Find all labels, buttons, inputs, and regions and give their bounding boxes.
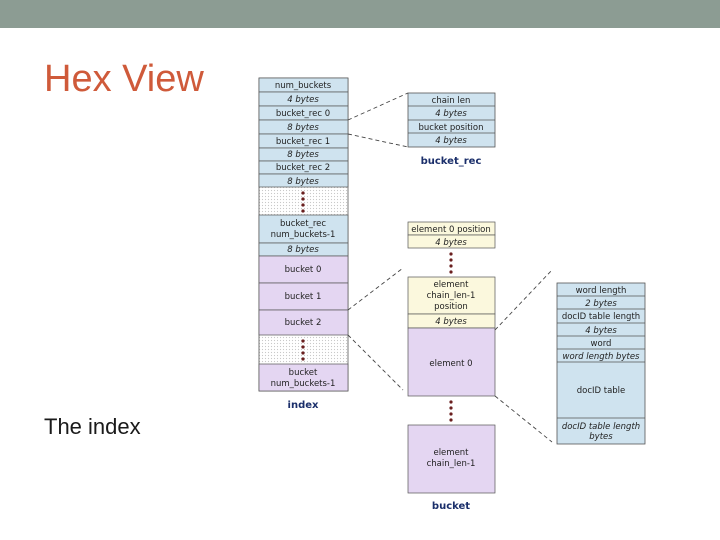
connector-bucket-top: [347, 267, 404, 311]
bucket-position-label: bucket position: [418, 123, 483, 133]
zoom-connectors: [347, 92, 553, 443]
bucket-rec-last-label-line2: num_buckets-1: [271, 230, 336, 240]
bucket-rec-last-label-line1: bucket_rec: [280, 219, 326, 229]
slide-title: Hex View: [44, 58, 204, 100]
num-buckets-size-label: 4 bytes: [287, 95, 319, 105]
bucket-2-field: [258, 309, 349, 336]
bucket-rec-caption: bucket_rec: [421, 156, 482, 167]
bucket-rec-last-size-label: 8 bytes: [287, 245, 319, 255]
bucket-caption: bucket: [432, 501, 470, 512]
connector-bucket-bottom: [347, 334, 404, 391]
bucket-rec-1-label: bucket_rec 1: [276, 137, 330, 147]
element-frame: [556, 282, 646, 445]
docid-table-length-size-label: 4 bytes: [585, 326, 617, 336]
bucket-position-size-label: 4 bytes: [435, 136, 467, 146]
word-label: word: [591, 339, 612, 349]
word-length-size-label: 2 bytes: [585, 299, 617, 309]
bucket-last-label-line2: num_buckets-1: [271, 379, 336, 389]
bucket-structure: element 0 position 4 bytes element chain…: [407, 221, 496, 512]
index-column: num_buckets 4 bytes bucket_rec 0 8 bytes…: [258, 77, 349, 411]
bucket-1-label: bucket 1: [285, 292, 322, 302]
connector-rec-bottom: [347, 133, 409, 148]
element-last-position-line2: chain_len-1: [427, 291, 476, 301]
chain-len-label: chain len: [432, 96, 471, 106]
bucket-last-label-line1: bucket: [289, 368, 318, 378]
element-last-position-line3: position: [434, 302, 468, 312]
bucket-position-ellipsis: [449, 252, 453, 274]
bucket-rec-1-size-label: 8 bytes: [287, 150, 319, 160]
bucket-rec-structure: chain len 4 bytes bucket position 4 byte…: [407, 92, 496, 167]
connector-rec-top: [347, 92, 409, 121]
bucket-element-ellipsis: [449, 400, 453, 422]
element-0-position-size-label: 4 bytes: [435, 238, 467, 248]
docid-table-length-label: docID table length: [562, 312, 640, 322]
bucket-rec-2-label: bucket_rec 2: [276, 163, 330, 173]
element-last-position-field: [407, 276, 496, 315]
word-length-label: word length: [576, 286, 627, 296]
slide-top-bar: [0, 0, 720, 28]
element-0-field: [407, 327, 496, 397]
bucket-2-label: bucket 2: [285, 318, 322, 328]
index-rec-ellipsis: [301, 191, 305, 213]
element-last-position-line1: element: [433, 280, 469, 290]
bucket-last-field: [258, 363, 349, 392]
index-bucket-ellipsis: [301, 339, 305, 361]
element-0-position-label: element 0 position: [411, 225, 491, 235]
bucket-rec-0-size-label: 8 bytes: [287, 123, 319, 133]
bucket-0-field: [258, 255, 349, 284]
element-0-label: element 0: [429, 359, 472, 369]
num-buckets-label: num_buckets: [275, 81, 332, 91]
docid-table-label: docID table: [577, 386, 626, 396]
index-caption: index: [288, 400, 319, 411]
connector-element-bottom: [494, 395, 553, 443]
docid-table-size-line1: docID table length: [562, 422, 640, 432]
bucket-rec-last-field: [258, 214, 349, 244]
docid-table-size-line2: bytes: [589, 432, 613, 442]
chain-len-size-label: 4 bytes: [435, 109, 467, 119]
element-last-position-size-label: 4 bytes: [435, 317, 467, 327]
connector-element-top: [494, 269, 553, 331]
bucket-1-field: [258, 282, 349, 311]
bucket-rec-2-size-field: [258, 173, 349, 188]
bucket-0-label: bucket 0: [285, 265, 322, 275]
element-0-position-size-field: [407, 234, 496, 249]
word-size-label: word length bytes: [563, 352, 641, 362]
element-structure: word length 2 bytes docID table length 4…: [556, 282, 646, 445]
bucket-rec-0-label: bucket_rec 0: [276, 109, 330, 119]
element-last-label-line1: element: [433, 448, 469, 458]
element-last-label-line2: chain_len-1: [427, 459, 476, 469]
slide-subtitle: The index: [44, 414, 141, 439]
bucket-rec-2-size-label: 8 bytes: [287, 177, 319, 187]
element-last-field: [407, 424, 496, 494]
